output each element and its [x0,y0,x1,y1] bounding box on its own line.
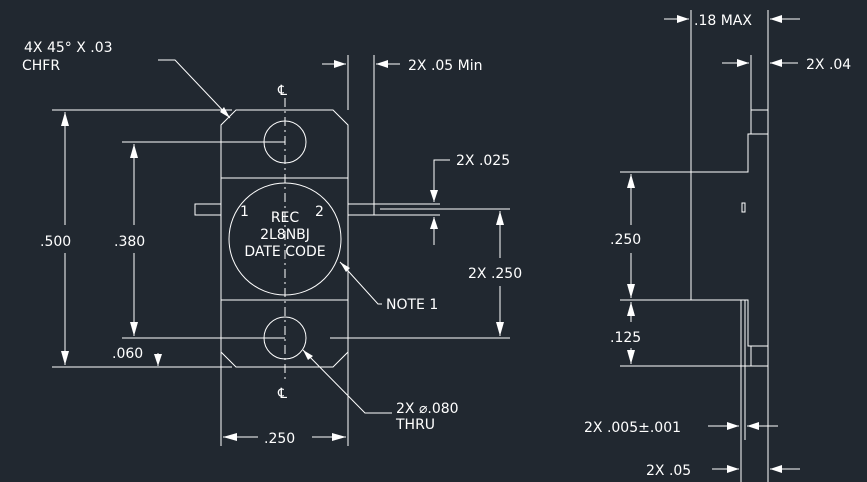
dim-060-arrow [154,354,162,366]
side-body-outline [690,109,769,367]
note-ref: NOTE 1 [386,297,438,313]
centerline-symbol-top: ℄ [277,83,287,99]
dim-500-arrow-bottom [61,351,69,365]
chamfer-note-line-1: 4X 45° X .03 [24,40,113,56]
side-tolerance-note: 2X .005±.001 [584,420,681,436]
lead-spacing-note: 2X .250 [468,266,522,282]
centerline-symbol-bottom: ℄ [277,386,287,402]
lead-thk-arrow-bottom [430,217,438,229]
side-05-arrow-left [727,465,739,473]
lead-dim-arrow-right [376,60,388,68]
dim-380-arrow-top [130,144,138,158]
side-250-arrow-top [627,174,635,188]
hole-note-line-2: THRU [395,417,435,433]
note-leader [339,261,382,305]
side-bottom-note: 2X .05 [646,463,691,479]
pin-label-2: 2 [315,204,324,220]
side-125-arrow-top [627,302,635,316]
side-dim-250: .250 [610,232,641,248]
dim-body-width: .250 [264,431,295,447]
lead-right [347,203,375,216]
lead-thk-dim-line-upper [433,159,450,202]
lead-dim-arrow-left [334,60,346,68]
side-04-arrow-left [737,59,749,67]
flange-outline [220,109,349,368]
dim-250-arrow-right [332,433,346,441]
hole-leader-arrow [303,350,313,360]
chamfer-leader [158,59,231,119]
lead-thk-arrow-top [430,190,438,202]
lead-left [194,203,222,216]
top-view: ℄ ℄ 1 2 REC 2L8NBJ DATE CODE 4X 45° X .0… [22,40,522,447]
dim-500-arrow-top [61,112,69,126]
side-lead-stub [741,202,746,213]
side-dim-125: .125 [610,330,641,346]
lead-length-note: 2X .05 Min [408,58,483,74]
side-view: .18 MAX 2X .04 .250 .125 2X .005±.001 [584,10,851,482]
marking-line-3: DATE CODE [244,244,325,260]
hole-leader [302,349,392,414]
dim-250-arrow-left [223,433,237,441]
hole-note-line-1: 2X ⌀.080 [396,401,459,417]
side-05-arrow-right [770,465,782,473]
side-max-arrow-right [770,15,782,23]
side-lead-note: 2X .04 [806,57,851,73]
chamfer-note-line-2: CHFR [22,58,60,74]
dim-hole-spacing: .380 [114,234,145,250]
dim-overall-height: .500 [40,234,71,250]
dim-hole-edge: .060 [112,346,143,362]
marking-line-2: 2L8NBJ [260,227,310,243]
side-250-arrow-bottom [627,284,635,298]
side-005-arrow-right [747,422,759,430]
lead-thickness-note: 2X .025 [456,153,510,169]
marking-line-1: REC [271,210,300,226]
side-005-arrow-left [727,422,739,430]
side-04-arrow-right [770,59,782,67]
side-max-arrow-left [677,15,689,23]
side-125-arrow-bottom [627,350,635,364]
lead-spacing-arrow-bottom [496,322,504,336]
side-max-thickness: .18 MAX [694,13,752,29]
lead-spacing-arrow-top [496,211,504,225]
pin-label-1: 1 [240,204,249,220]
dim-380-arrow-bottom [130,322,138,336]
note-leader-arrow [340,262,350,272]
